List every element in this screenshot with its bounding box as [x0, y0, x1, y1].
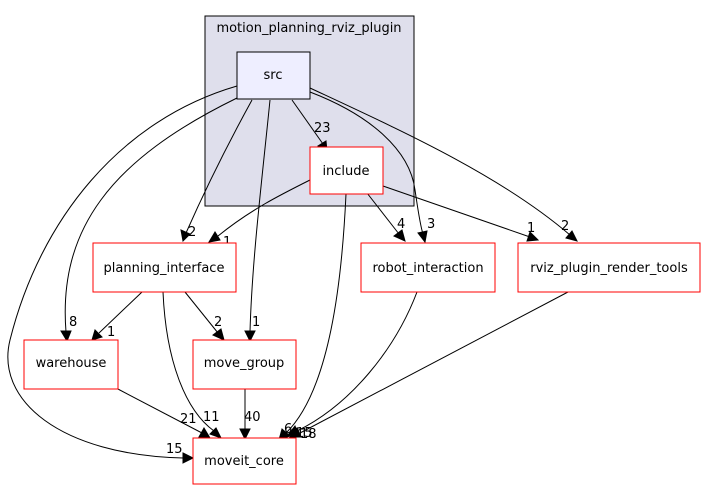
edge-src-include[interactable]: 23	[291, 99, 331, 152]
edge-label: 23	[314, 121, 331, 136]
node-label: warehouse	[36, 356, 107, 371]
node-rviz-plugin-render-tools[interactable]: rviz_plugin_render_tools	[517, 242, 701, 293]
edge-src-planning-interface[interactable]: 2	[180, 99, 253, 243]
node-label: move_group	[204, 356, 285, 371]
edge-robot-interaction-moveit-core[interactable]: 15	[287, 291, 418, 441]
node-label: include	[322, 164, 369, 179]
node-move-group[interactable]: move_group	[192, 339, 297, 390]
cluster-label: motion_planning_rviz_plugin	[216, 21, 401, 36]
node-planning-interface[interactable]: planning_interface	[92, 242, 237, 293]
edge-label: 1	[527, 221, 535, 236]
edge-label: 15	[166, 442, 183, 457]
edges: 23 2 1 8 15 3	[7, 85, 578, 464]
nodes: src include planning_interface robot_int…	[23, 51, 701, 485]
node-label: rviz_plugin_render_tools	[530, 261, 688, 276]
edge-move-group-moveit-core[interactable]: 40	[239, 389, 261, 441]
node-include[interactable]: include	[309, 146, 384, 195]
edge-label: 3	[427, 217, 435, 232]
edge-warehouse-moveit-core[interactable]: 21	[115, 387, 211, 439]
edge-planning-interface-moveit-core[interactable]: 11	[162, 291, 223, 439]
edge-src-move-group[interactable]: 1	[244, 99, 271, 343]
edge-planning-interface-move-group[interactable]: 2	[184, 291, 225, 341]
edge-label: 2	[561, 219, 569, 234]
edge-src-moveit-core[interactable]: 15	[7, 85, 238, 464]
edge-label: 1	[107, 325, 115, 340]
node-label: planning_interface	[104, 261, 225, 276]
node-robot-interaction[interactable]: robot_interaction	[360, 242, 496, 293]
edge-include-rviz-plugin-render-tools[interactable]: 1	[382, 185, 540, 242]
node-label: robot_interaction	[372, 261, 483, 276]
edge-planning-interface-warehouse[interactable]: 1	[91, 291, 143, 341]
edge-label: 18	[300, 427, 317, 442]
node-src[interactable]: src	[236, 51, 311, 100]
edge-rviz-plugin-render-tools-moveit-core[interactable]: 18	[288, 291, 569, 442]
edge-label: 8	[69, 315, 77, 330]
edge-src-warehouse[interactable]: 8	[60, 97, 238, 343]
node-label: src	[264, 68, 283, 83]
node-label: moveit_core	[204, 454, 284, 469]
edge-label: 2	[188, 225, 196, 240]
edge-label: 1	[252, 315, 260, 330]
edge-label: 6	[284, 422, 292, 437]
node-warehouse[interactable]: warehouse	[23, 339, 119, 390]
edge-label: 21	[180, 412, 197, 427]
edge-include-robot-interaction[interactable]: 4	[366, 192, 406, 242]
edge-label: 11	[203, 410, 220, 425]
edge-label: 2	[214, 315, 222, 330]
edge-src-rviz-plugin-render-tools[interactable]: 2	[309, 87, 578, 242]
edge-src-robot-interaction[interactable]: 3	[309, 91, 435, 244]
edge-label: 40	[244, 410, 261, 425]
edge-label: 4	[397, 217, 405, 232]
edge-include-moveit-core[interactable]: 6	[278, 193, 347, 441]
node-moveit-core[interactable]: moveit_core	[192, 437, 297, 485]
